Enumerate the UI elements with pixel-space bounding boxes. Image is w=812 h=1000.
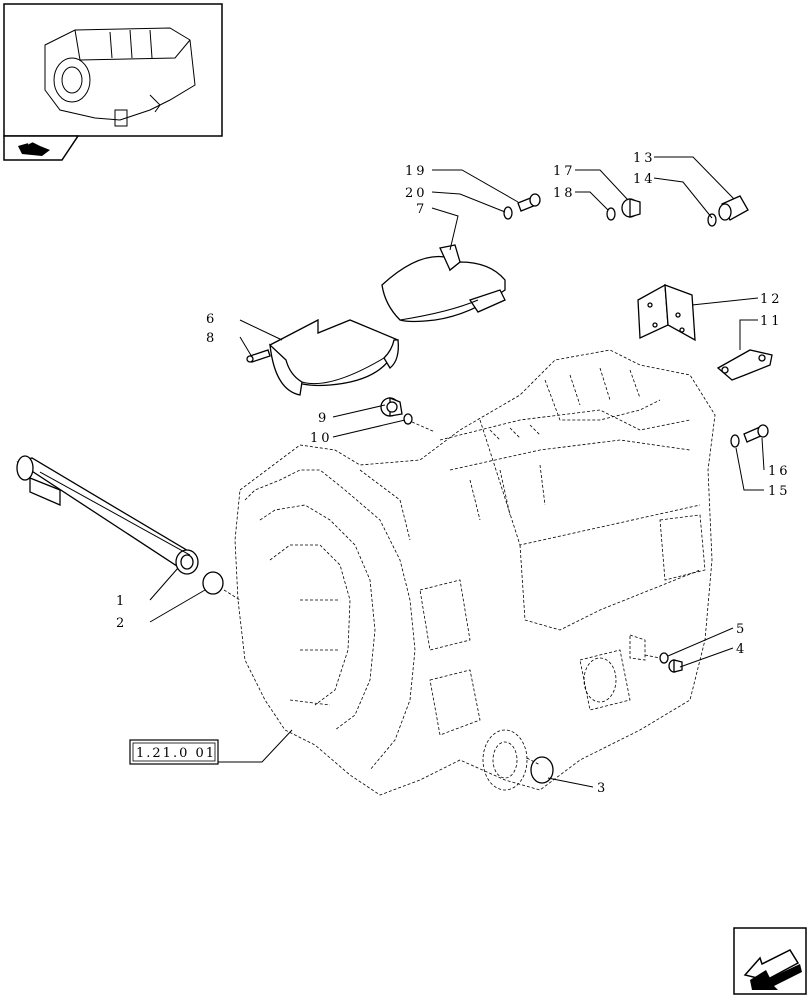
part-18-washer xyxy=(606,207,616,221)
part-1-shaft xyxy=(16,455,199,575)
callout-5: 5 xyxy=(736,622,747,637)
part-13-plug xyxy=(718,195,749,221)
callout-19: 19 xyxy=(405,164,428,179)
part-7-half-bushing xyxy=(381,244,506,323)
part-19-bolt xyxy=(517,193,541,212)
thumbnail-frame[interactable] xyxy=(3,3,223,137)
part-15-washer xyxy=(730,434,740,448)
callout-4: 4 xyxy=(736,642,747,657)
callout-20: 20 xyxy=(405,186,428,201)
reference-box[interactable]: 1.21.0 01 xyxy=(129,739,219,765)
part-12-angle-bracket xyxy=(637,283,696,342)
callout-16: 16 xyxy=(768,464,791,479)
tractor-transmission-thumbnail-icon xyxy=(44,27,196,127)
book-pages-icon[interactable] xyxy=(3,135,80,161)
part-6-half-bushing xyxy=(269,318,399,396)
part-17-plug xyxy=(621,198,641,218)
callout-15: 15 xyxy=(768,484,791,499)
part-5-washer xyxy=(659,652,669,664)
part-3-seal-ring xyxy=(530,756,554,784)
callout-1: 1 xyxy=(116,594,127,609)
callout-13: 13 xyxy=(633,151,656,166)
callout-2: 2 xyxy=(116,616,127,631)
callout-labels: 1 2 3 4 5 6 7 8 9 10 11 12 13 14 15 16 1… xyxy=(116,151,791,796)
callout-9: 9 xyxy=(318,411,329,426)
part-10-washer xyxy=(403,413,413,425)
callout-8: 8 xyxy=(206,331,217,346)
callout-7: 7 xyxy=(416,202,427,217)
callout-11: 11 xyxy=(760,314,783,329)
part-2-o-ring xyxy=(202,571,224,595)
part-4-plug xyxy=(668,659,683,673)
callout-10: 10 xyxy=(310,431,333,446)
part-9-plug xyxy=(380,397,403,417)
part-20-washer xyxy=(503,206,513,220)
callout-17: 17 xyxy=(553,164,576,179)
callout-12: 12 xyxy=(760,292,783,307)
next-page-arrow-icon[interactable] xyxy=(733,927,807,995)
callout-6: 6 xyxy=(206,312,217,327)
reference-label: 1.21.0 01 xyxy=(136,746,216,761)
part-11-bracket xyxy=(716,349,773,381)
part-8-pin xyxy=(246,349,271,363)
part-16-bolt xyxy=(743,424,769,443)
callout-18: 18 xyxy=(553,186,576,201)
transmission-housing xyxy=(234,349,716,796)
leader-lines xyxy=(149,156,765,788)
callout-14: 14 xyxy=(633,172,656,187)
callout-3: 3 xyxy=(597,781,608,796)
part-14-o-ring xyxy=(707,213,717,227)
assembly-lines xyxy=(223,421,661,766)
